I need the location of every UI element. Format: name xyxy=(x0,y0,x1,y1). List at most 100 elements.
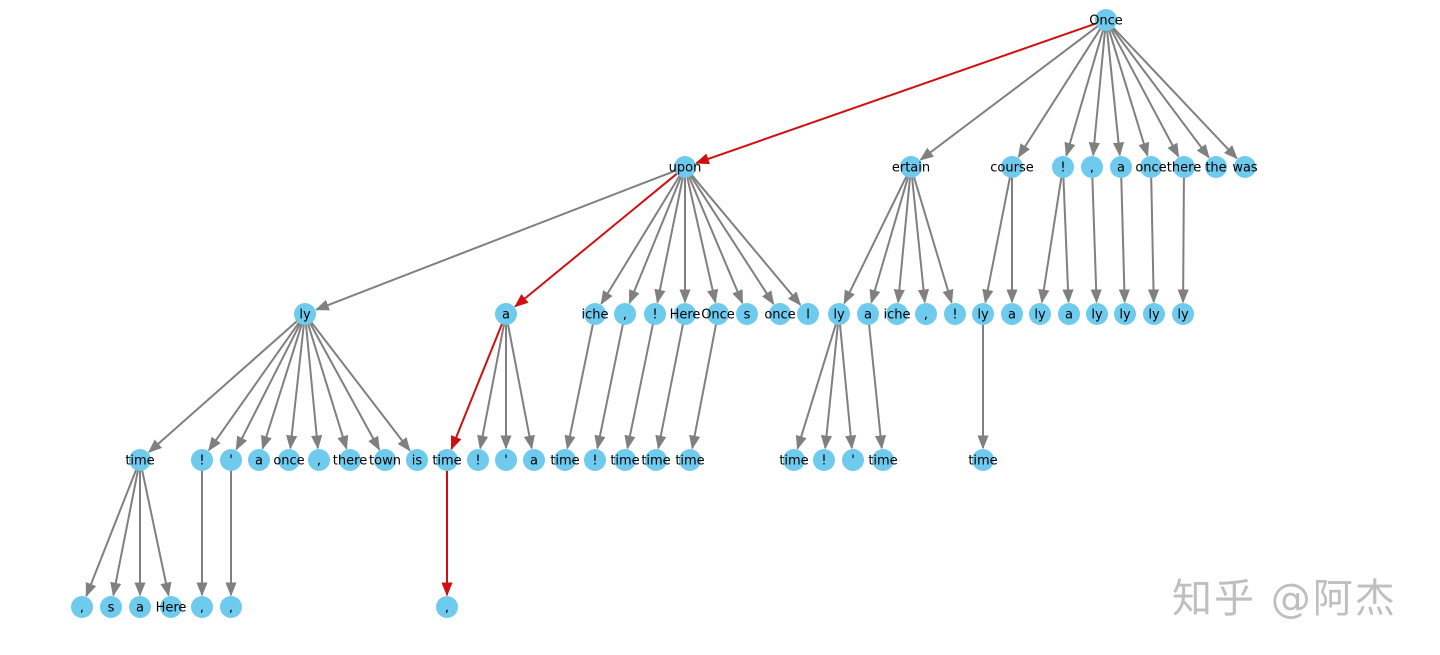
node-label: is xyxy=(412,454,423,469)
tree-node-time: time xyxy=(868,449,898,471)
node-label: ! xyxy=(652,308,657,323)
node-circle xyxy=(248,449,270,471)
tree-node-once: once xyxy=(273,449,305,471)
node-circle xyxy=(674,156,696,178)
tree-node-the: the xyxy=(1205,156,1227,178)
tree-node-s: s xyxy=(100,596,122,618)
node-label: there xyxy=(333,454,367,469)
tree-node-l: l xyxy=(797,303,819,325)
node-circle xyxy=(1140,156,1162,178)
node-circle xyxy=(308,449,330,471)
node-label: Here xyxy=(670,308,701,323)
edge-course-to-ly xyxy=(982,173,1012,304)
edge-ertain-to-a xyxy=(869,173,911,304)
node-label: Here xyxy=(156,601,187,616)
edge-ly-to-is xyxy=(308,318,411,452)
tree-node-comma: , xyxy=(614,303,636,325)
node-circle xyxy=(1143,303,1165,325)
tree-node-comma: , xyxy=(436,596,458,618)
tree-node-here: Here xyxy=(670,303,701,325)
node-circle xyxy=(1110,156,1132,178)
node-label: time xyxy=(868,454,897,469)
tree-node-is: is xyxy=(406,449,428,471)
edge-once-to-ertain xyxy=(919,23,1102,161)
node-label: a xyxy=(1065,308,1073,323)
edge-upon-to-comma xyxy=(628,172,684,305)
edge-time-to-here xyxy=(140,466,172,597)
edge-once-to-a xyxy=(1105,26,1125,157)
tree-node-once: Once xyxy=(701,303,735,325)
edge-ly-to-time xyxy=(795,320,839,450)
tree-node-comma: , xyxy=(1081,156,1103,178)
tree-node-here: Here xyxy=(156,596,187,618)
watermark: 知乎 @阿杰 xyxy=(1172,576,1397,622)
edge-ly-to-comma xyxy=(304,320,323,450)
node-label: ly xyxy=(1034,308,1046,323)
edge-ly-to-apostrophe xyxy=(838,320,857,450)
node-label: s xyxy=(744,308,751,323)
node-circle xyxy=(900,156,922,178)
node-label: , xyxy=(80,601,84,616)
node-circle xyxy=(915,303,937,325)
node-circle xyxy=(191,596,213,618)
node-label: ly xyxy=(299,308,311,323)
tree-node-there: there xyxy=(333,449,367,471)
edge-ertain-to-comma xyxy=(910,173,930,304)
node-circle xyxy=(645,449,667,471)
tree-node-ly: ly xyxy=(1029,303,1051,325)
tree-node-comma: , xyxy=(308,449,330,471)
node-circle xyxy=(972,303,994,325)
tree-node-ly: ly xyxy=(828,303,850,325)
tree-node-ly: ly xyxy=(1114,303,1136,325)
node-label: once xyxy=(1135,161,1166,176)
tree-node-a: a xyxy=(857,303,879,325)
edge-layer xyxy=(85,21,1238,598)
node-label: a xyxy=(530,454,538,469)
node-label: Once xyxy=(1089,14,1123,29)
edge-once-to-course xyxy=(1017,25,1104,159)
edge-upon-to-l xyxy=(688,171,802,306)
node-label: ! xyxy=(1060,161,1065,176)
node-label: Once xyxy=(701,308,735,323)
edge-ly-to-time xyxy=(147,317,301,453)
node-circle xyxy=(294,303,316,325)
edge-upon-to-iche xyxy=(600,172,683,305)
node-label: , xyxy=(229,601,233,616)
tree-node-ertain: ertain xyxy=(892,156,930,178)
node-label: ly xyxy=(1091,308,1103,323)
edge-ly-to-there xyxy=(305,320,349,450)
tree-node-a: a xyxy=(495,303,517,325)
node-circle xyxy=(1052,156,1074,178)
node-label: time xyxy=(610,454,639,469)
node-label: iche xyxy=(582,308,609,323)
edge-comma-to-ly xyxy=(1090,173,1102,304)
node-circle xyxy=(160,596,182,618)
tree-node-apostrophe: ' xyxy=(220,449,242,471)
tree-node-time: time xyxy=(610,449,640,471)
tree-node-once: Once xyxy=(1089,9,1123,31)
edge-upon-to-ly xyxy=(314,168,680,311)
node-label: time xyxy=(432,454,461,469)
node-label: time xyxy=(125,454,154,469)
node-circle xyxy=(554,449,576,471)
node-circle xyxy=(220,596,242,618)
tree-node-time: time xyxy=(675,449,705,471)
node-circle xyxy=(842,449,864,471)
node-circle xyxy=(1205,156,1227,178)
edge-upon-to-a-highlighted xyxy=(514,170,681,308)
tree-node-there: there xyxy=(1167,156,1201,178)
node-circle xyxy=(614,449,636,471)
node-label: time xyxy=(550,454,579,469)
node-circle xyxy=(857,303,879,325)
node-circle xyxy=(129,449,151,471)
edge-ertain-to-iche xyxy=(893,173,912,304)
node-label: there xyxy=(1167,161,1201,176)
node-circle xyxy=(707,303,729,325)
edge-once-to-was xyxy=(1109,24,1238,160)
tree-node-a: a xyxy=(523,449,545,471)
tree-node-course: course xyxy=(990,156,1034,178)
node-circle xyxy=(783,449,805,471)
edge-ly-to-exclamation xyxy=(208,318,303,452)
node-label: time xyxy=(675,454,704,469)
tree-node-apostrophe: ' xyxy=(495,449,517,471)
